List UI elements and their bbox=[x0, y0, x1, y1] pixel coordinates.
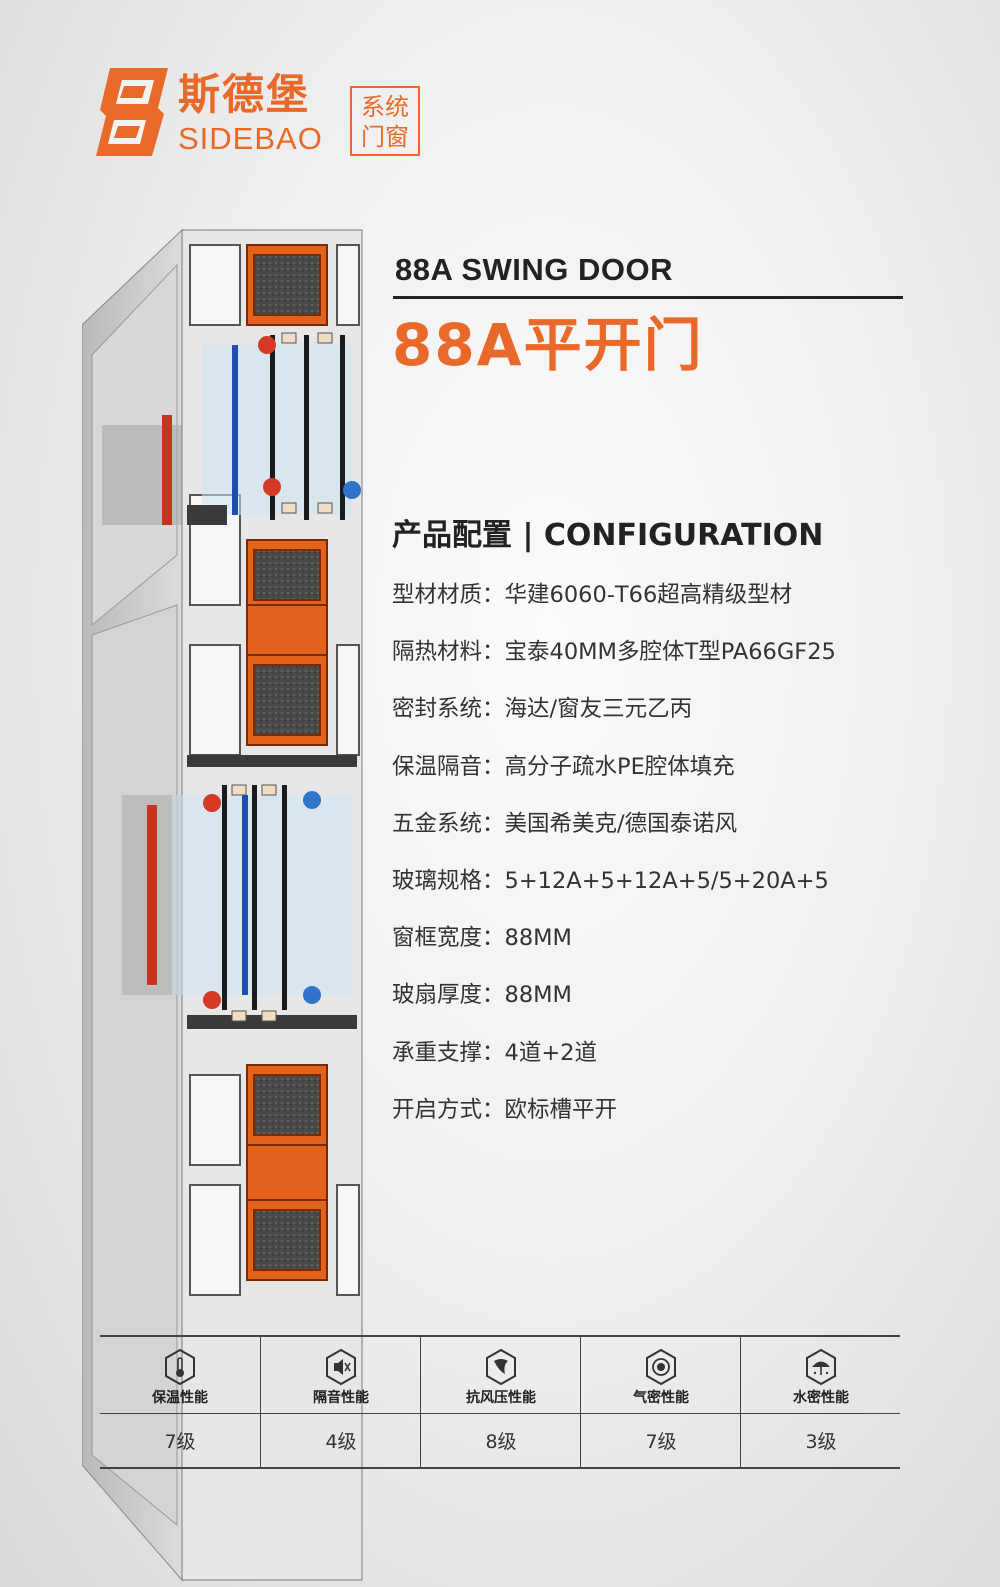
performance-value: 7级 bbox=[645, 1431, 677, 1453]
title-divider bbox=[393, 296, 903, 299]
brand-name-en: SIDEBAO bbox=[178, 121, 323, 156]
performance-row-divider bbox=[100, 1413, 900, 1414]
sound-mute-icon bbox=[326, 1349, 356, 1385]
spec-sash-thickness: 玻扇厚度：88MM bbox=[392, 982, 572, 1009]
airtight-icon bbox=[646, 1349, 676, 1385]
performance-label: 抗风压性能 bbox=[466, 1390, 536, 1406]
configuration-heading: 产品配置 | CONFIGURATION bbox=[392, 518, 824, 553]
wind-icon bbox=[486, 1349, 516, 1385]
performance-table: 保温性能 7级 隔音性能 4级 抗风压性能 8级 气密性能 7级 bbox=[100, 1335, 900, 1469]
performance-label: 气密性能 bbox=[633, 1390, 689, 1406]
spec-thermal-acoustic: 保温隔音：高分子疏水PE腔体填充 bbox=[392, 753, 735, 780]
spec-profile-material: 型材材质：华建6060-T66超高精级型材 bbox=[392, 582, 793, 608]
product-title-cn: 88A平开门 bbox=[392, 311, 704, 379]
brand-logo: 斯德堡 SIDEBAO 系统 门窗 bbox=[96, 68, 426, 156]
performance-label: 隔音性能 bbox=[313, 1390, 369, 1406]
performance-value: 4级 bbox=[325, 1431, 357, 1453]
product-title-en: 88A SWING DOOR bbox=[395, 252, 673, 287]
spec-opening-method: 开启方式：欧标槽平开 bbox=[392, 1096, 618, 1123]
spec-load-support: 承重支撑：4道+2道 bbox=[392, 1039, 597, 1066]
spec-list: 型材材质：华建6060-T66超高精级型材 隔热材料：宝泰40MM多腔体T型PA… bbox=[392, 578, 836, 1150]
door-profile-illustration bbox=[82, 228, 363, 1582]
brand-name-cn: 斯德堡 bbox=[178, 70, 311, 119]
performance-cell-watertight: 水密性能 3级 bbox=[740, 1337, 901, 1467]
performance-label: 保温性能 bbox=[152, 1390, 208, 1406]
performance-label: 水密性能 bbox=[793, 1390, 849, 1406]
performance-cell-airtight: 气密性能 7级 bbox=[580, 1337, 741, 1467]
brand-tagline-line1: 系统 bbox=[361, 93, 409, 121]
spec-glass: 玻璃规格：5+12A+5+12A+5/5+20A+5 bbox=[392, 867, 829, 894]
performance-cell-wind: 抗风压性能 8级 bbox=[420, 1337, 581, 1467]
spec-insulation-material: 隔热材料：宝泰40MM多腔体T型PA66GF25 bbox=[392, 639, 836, 666]
performance-cell-thermal: 保温性能 7级 bbox=[100, 1337, 260, 1467]
spec-seal-system: 密封系统：海达/窗友三元乙丙 bbox=[392, 696, 693, 723]
spec-hardware-system: 五金系统：美国希美克/德国泰诺风 bbox=[392, 810, 738, 837]
brand-tagline: 系统 门窗 bbox=[350, 86, 420, 156]
brand-tagline-line2: 门窗 bbox=[361, 123, 409, 151]
thermometer-icon bbox=[165, 1349, 195, 1385]
performance-value: 7级 bbox=[164, 1431, 196, 1453]
performance-cell-acoustic: 隔音性能 4级 bbox=[260, 1337, 421, 1467]
spec-frame-width: 窗框宽度：88MM bbox=[392, 925, 572, 952]
umbrella-icon bbox=[806, 1349, 836, 1385]
performance-value: 8级 bbox=[485, 1431, 517, 1453]
performance-value: 3级 bbox=[805, 1431, 837, 1453]
sidebao-logo-icon bbox=[96, 68, 168, 156]
